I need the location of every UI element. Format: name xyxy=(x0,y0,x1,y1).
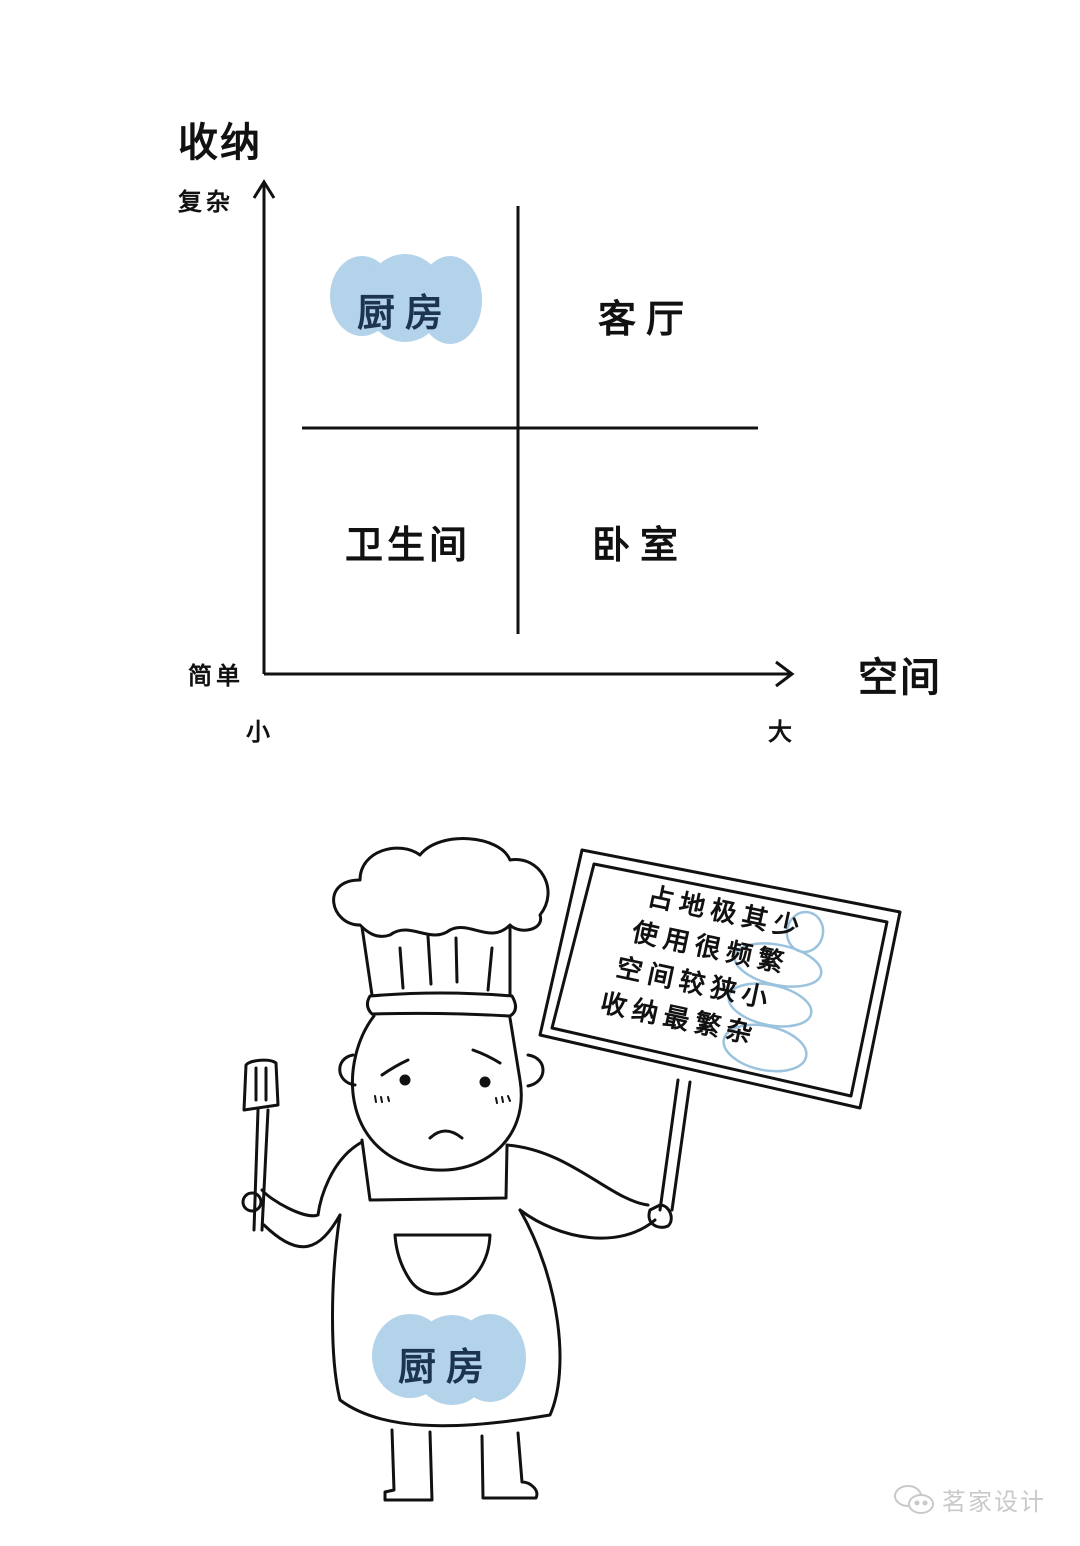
quadrant-kitchen: 厨房 xyxy=(357,291,454,335)
sign-text: 占地极其少 使用很频繁 空间较狭小 收纳最繁杂 xyxy=(598,878,808,1060)
spatula-icon xyxy=(242,1058,280,1112)
quadrant-bathroom: 卫生间 xyxy=(345,523,472,567)
quadrant-living-room: 客厅 xyxy=(598,297,695,341)
x-axis-high-label: 大 xyxy=(768,718,796,746)
protest-sign xyxy=(538,848,902,1229)
chef-hat-icon xyxy=(332,837,550,938)
y-axis-low-label: 简单 xyxy=(188,662,244,690)
quadrant-bedroom: 卧室 xyxy=(592,523,689,567)
axes-graphic xyxy=(252,179,795,688)
kitchen-highlight-blob xyxy=(330,254,482,344)
apron-label: 厨房 xyxy=(398,1345,495,1389)
watermark: 茗家设计 xyxy=(892,1482,1046,1517)
x-axis-title: 空间 xyxy=(858,655,942,701)
y-axis-high-label: 复杂 xyxy=(178,188,234,216)
wechat-icon xyxy=(894,1484,934,1514)
y-axis-title: 收纳 xyxy=(178,120,262,166)
apron-highlight-blob xyxy=(372,1314,526,1405)
x-axis-low-label: 小 xyxy=(246,718,274,746)
circled-word: 少 xyxy=(770,908,808,945)
watermark-text: 茗家设计 xyxy=(942,1488,1046,1516)
